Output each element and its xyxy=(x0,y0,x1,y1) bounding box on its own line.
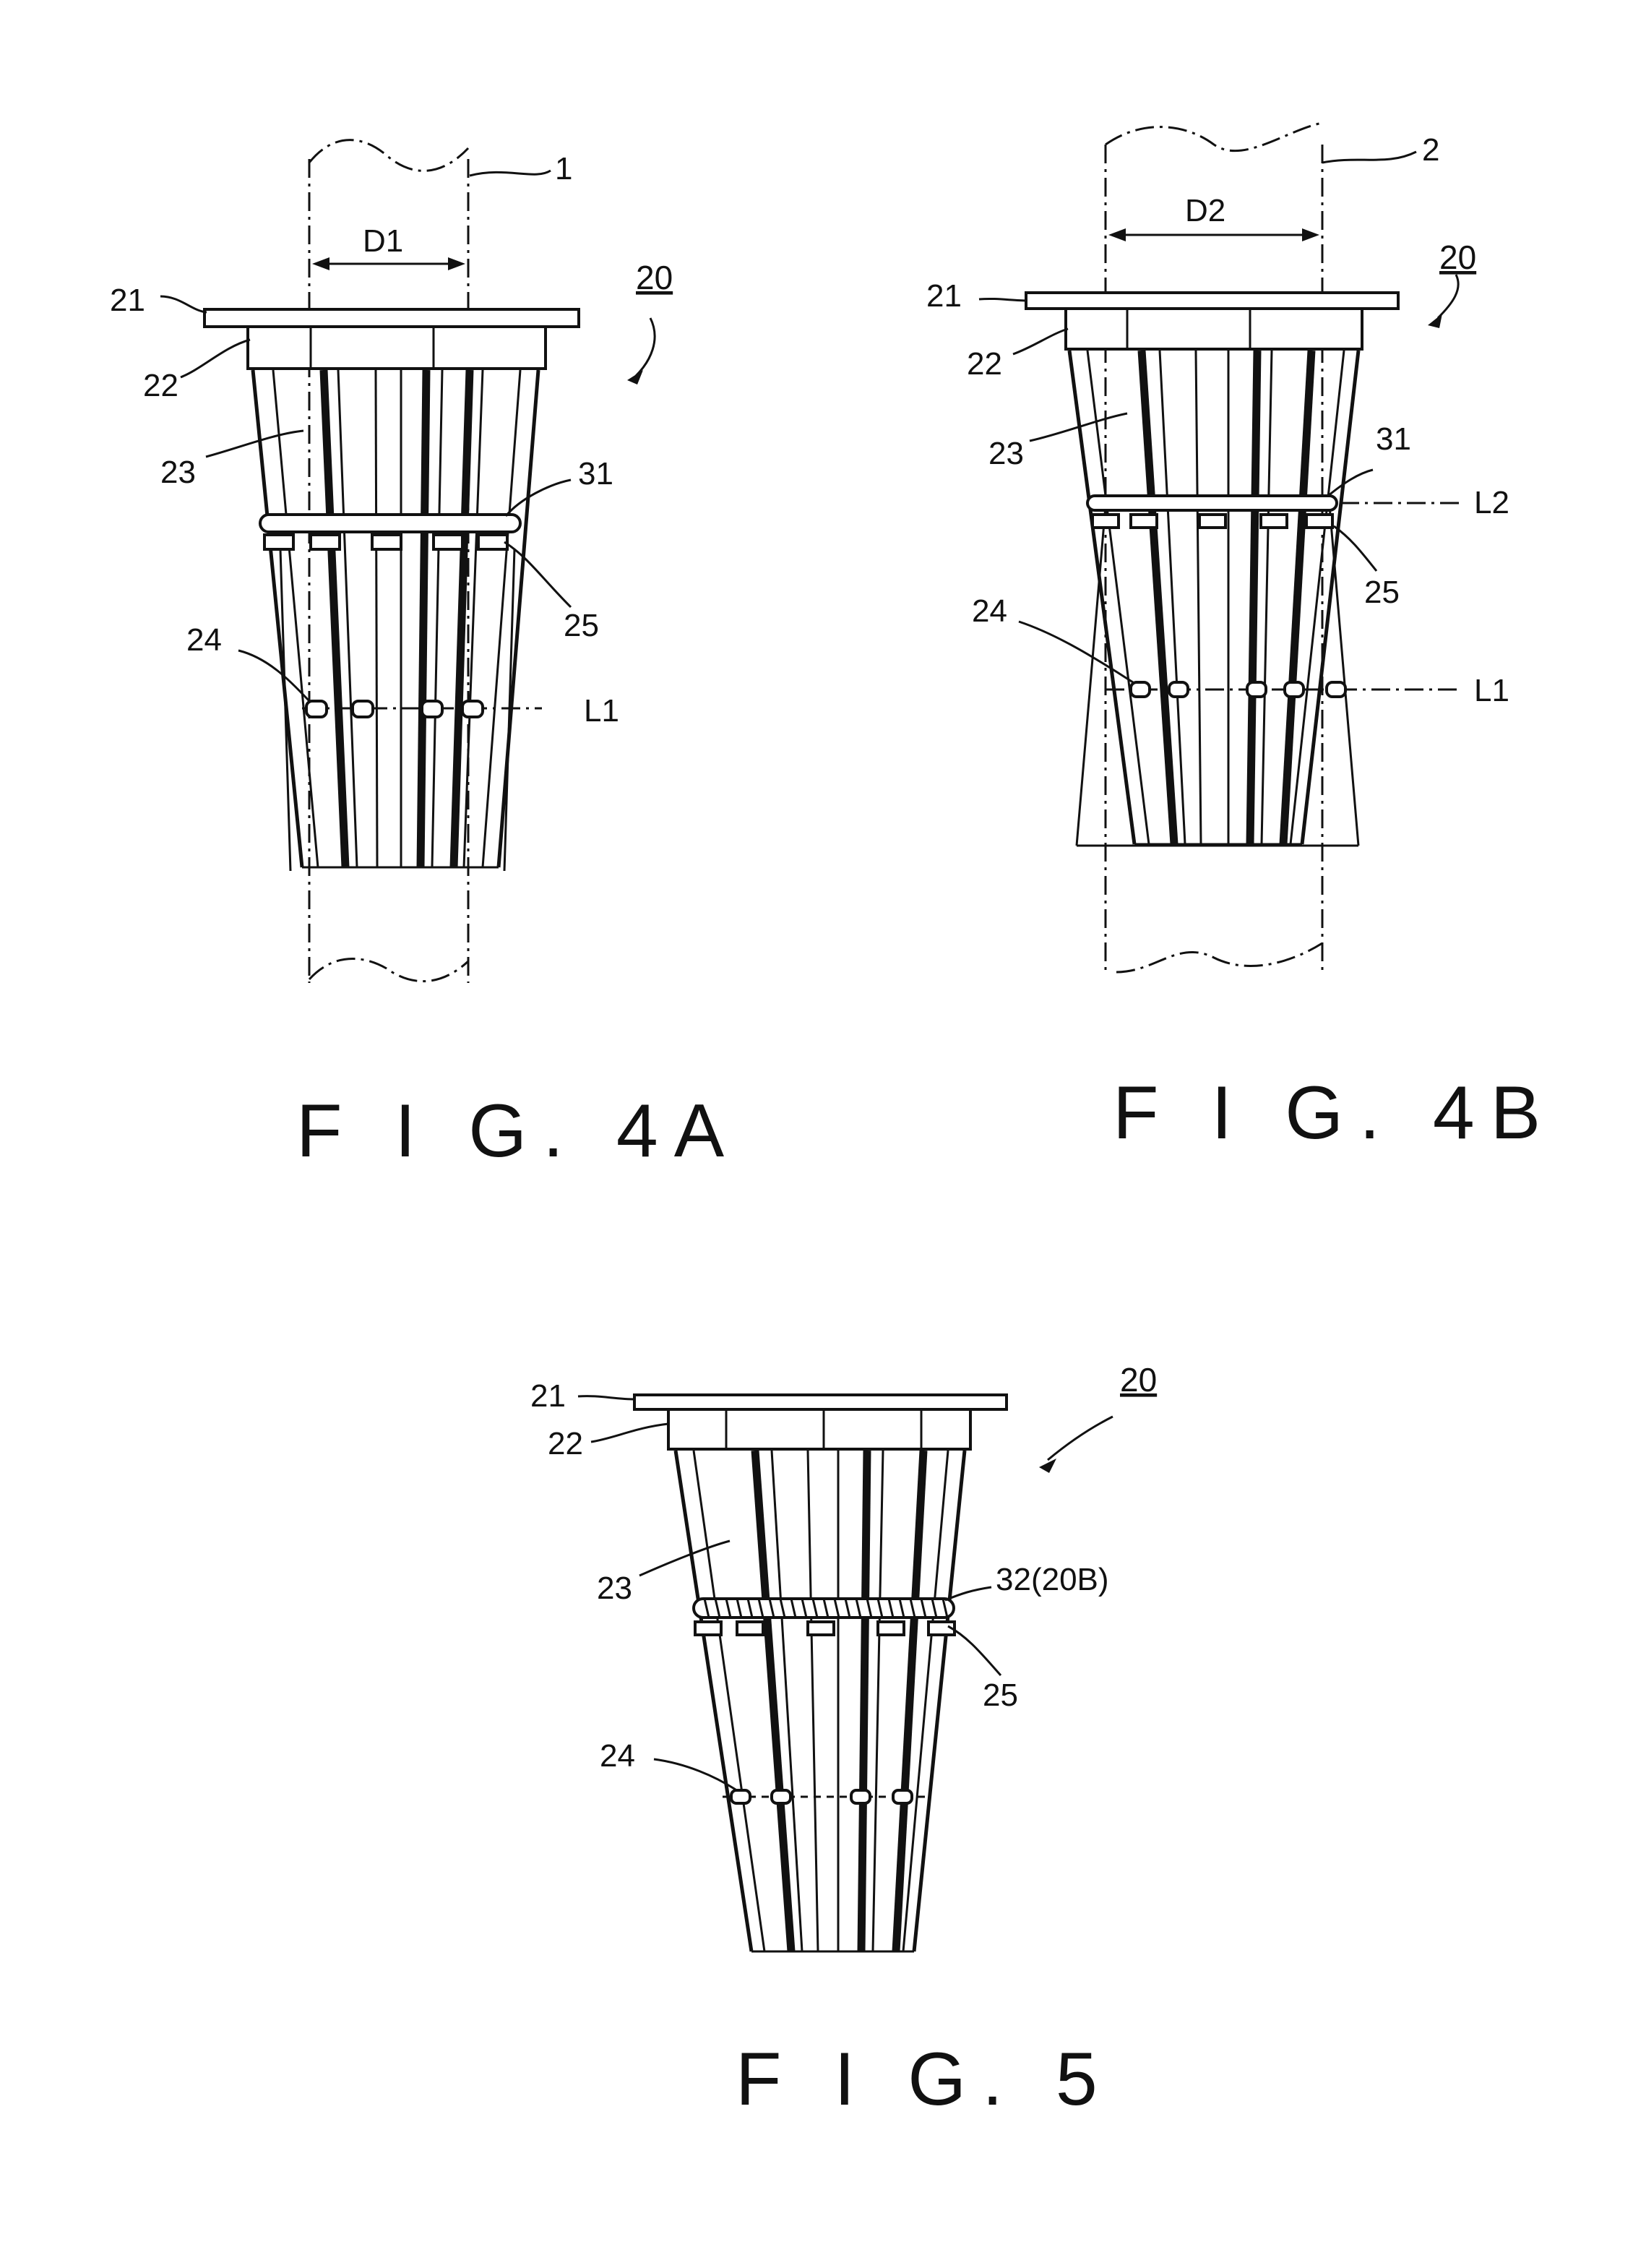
caption-fig-5: F I G. 5 xyxy=(736,2037,1113,2121)
label-hole-24-fig5: 24 xyxy=(600,1738,635,1774)
label-pipe-2: 2 xyxy=(1422,132,1439,168)
collar-22-4b xyxy=(1066,309,1362,349)
label-flange-21-4a: 21 xyxy=(110,283,145,318)
label-strip-23-fig5: 23 xyxy=(597,1571,632,1606)
band-32-knurled xyxy=(694,1599,954,1618)
tabs-25 xyxy=(264,535,507,549)
dimension-d2 xyxy=(1108,228,1319,241)
label-strip-23-4b: 23 xyxy=(988,436,1024,471)
label-tab-25-4b: 25 xyxy=(1364,575,1400,610)
label-collar-22-fig5: 22 xyxy=(548,1426,583,1461)
figure-4b: 2 D2 20 21 22 23 31 L2 25 24 L1 F I G. 4… xyxy=(926,123,1556,1155)
label-hole-24-4a: 24 xyxy=(186,622,222,658)
label-tab-25-fig5: 25 xyxy=(983,1678,1018,1713)
label-l1-4a: L1 xyxy=(584,693,619,729)
label-band-31-4a: 31 xyxy=(578,456,613,491)
label-l1-4b: L1 xyxy=(1474,673,1509,708)
holes-24-4b xyxy=(1106,682,1460,697)
tabs-25-4b xyxy=(1093,515,1332,528)
label-flange-21-fig5: 21 xyxy=(530,1378,566,1414)
strips-23-4b xyxy=(1069,351,1358,846)
label-tab-25-4a: 25 xyxy=(564,608,599,643)
label-l2: L2 xyxy=(1474,485,1509,520)
strips-23-fig5 xyxy=(676,1451,965,1951)
label-assembly-20-fig5: 20 xyxy=(1120,1361,1157,1399)
label-assembly-20-4b: 20 xyxy=(1439,239,1476,276)
caption-fig-4b: F I G. 4B xyxy=(1113,1071,1556,1155)
collar-22 xyxy=(248,327,546,369)
flange-21-4b xyxy=(1026,293,1398,309)
label-flange-21-4b: 21 xyxy=(926,278,962,314)
strips-23 xyxy=(253,370,538,871)
caption-fig-4a: F I G. 4A xyxy=(296,1089,740,1173)
label-hole-24-4b: 24 xyxy=(972,593,1007,629)
figure-4a: 1 D1 20 21 22 23 31 25 24 L1 F I G. 4A xyxy=(110,140,740,1173)
label-collar-22-4a: 22 xyxy=(143,368,178,403)
flange-21 xyxy=(204,309,579,327)
figure-5: 20 21 22 23 32(20B) 25 24 F I G. 5 xyxy=(530,1361,1157,2121)
label-band-31-4b: 31 xyxy=(1376,421,1411,457)
holes-24-fig5 xyxy=(723,1790,928,1803)
label-strip-23-4a: 23 xyxy=(160,455,196,490)
label-band-32-fig5: 32(20B) xyxy=(996,1562,1109,1597)
label-collar-22-4b: 22 xyxy=(967,346,1002,382)
band-31-4b xyxy=(1087,496,1337,510)
flange-21-fig5 xyxy=(634,1395,1007,1409)
label-pipe-1: 1 xyxy=(555,151,572,186)
collar-22-fig5 xyxy=(668,1409,970,1449)
dimension-d1 xyxy=(312,257,465,270)
band-31 xyxy=(260,515,520,532)
label-d1: D1 xyxy=(363,223,403,259)
label-assembly-20-4a: 20 xyxy=(636,259,673,296)
label-d2: D2 xyxy=(1185,193,1225,228)
